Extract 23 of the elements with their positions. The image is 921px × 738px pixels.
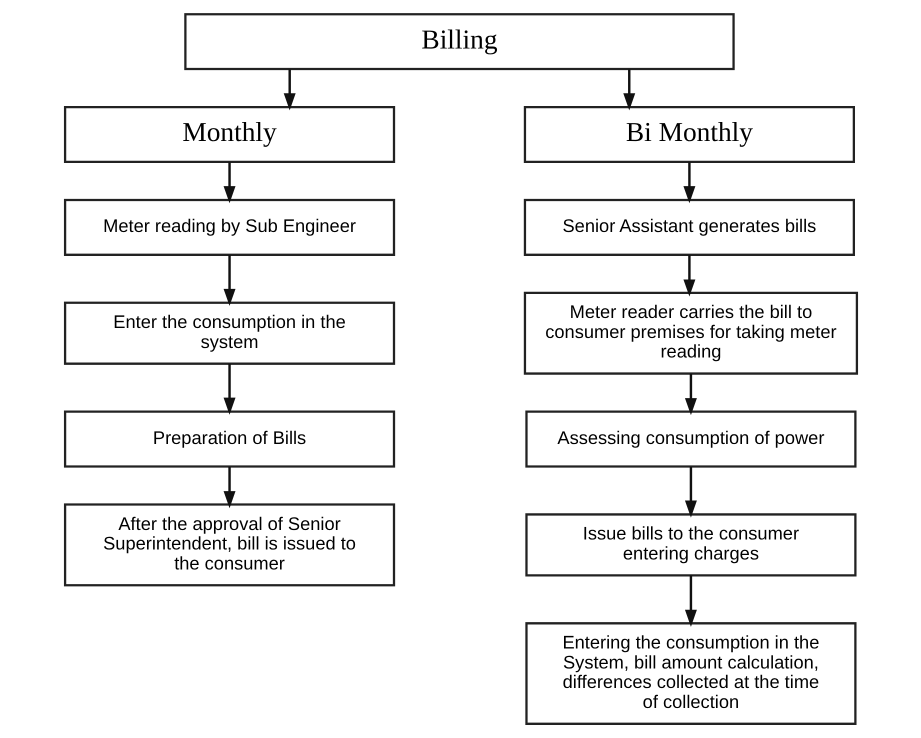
node-box: Issue bills to the consumer entering charges: [524, 513, 856, 576]
node-box: Enter the consumption in the system: [63, 302, 395, 365]
node-box: Entering the consumption in the System, bill amount calculation, differences collected at the time of collection: [524, 622, 856, 725]
node-box: Billing: [184, 13, 734, 70]
arrow: [223, 162, 236, 204]
arrow: [223, 466, 236, 508]
node-box: Senior Assistant generates bills: [523, 198, 854, 256]
arrow: [622, 69, 635, 110]
arrow: [684, 466, 696, 518]
arrow: [684, 374, 696, 416]
arrow: [682, 162, 695, 204]
arrow: [684, 575, 696, 627]
node-box: After the approval of Senior Superintendent, bill is issued to the consumer: [63, 503, 395, 586]
arrow: [682, 255, 695, 297]
arrow: [223, 255, 236, 306]
arrow: [223, 364, 236, 415]
node-box: Meter reading by Sub Engineer: [63, 198, 395, 256]
node-box: Monthly: [63, 106, 395, 164]
node-box: Preparation of Bills: [63, 410, 395, 468]
arrow: [283, 69, 296, 110]
node-box: Meter reader carries the bill to consumer premises for taking meter reading: [523, 292, 858, 375]
node-box: Bi Monthly: [523, 106, 854, 164]
node-box: Assessing consumption of power: [524, 410, 856, 468]
